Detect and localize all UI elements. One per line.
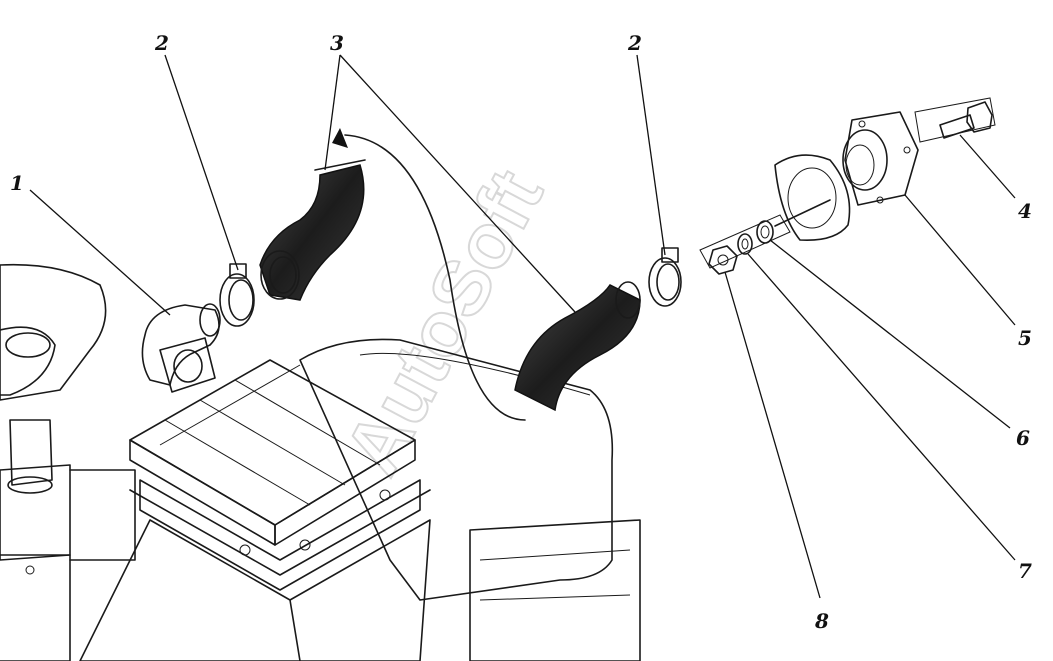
- hose-lower: [514, 281, 641, 412]
- bolt: [914, 97, 996, 143]
- callout-2-left: 2: [154, 31, 169, 55]
- callout-7: 7: [1018, 559, 1032, 583]
- engine-block: [0, 263, 136, 661]
- elbow-pipe: [141, 303, 221, 393]
- hose-clamp-left: [219, 263, 255, 327]
- callout-2-right: 2: [627, 31, 642, 55]
- callout-6: 6: [1016, 426, 1030, 450]
- radiator-core: [79, 359, 431, 661]
- flanged-pipe: [842, 111, 919, 206]
- callout-8: 8: [814, 609, 829, 633]
- callout-1: 1: [10, 171, 24, 195]
- callout-5: 5: [1018, 326, 1032, 350]
- assembly-arrow: [332, 128, 526, 421]
- hose-clamp-right: [648, 247, 682, 307]
- callout-4: 4: [1018, 199, 1032, 223]
- fastener-stack: [699, 199, 831, 275]
- hose-upper: [259, 159, 366, 301]
- flange-gasket: [774, 154, 851, 242]
- leader-lines: [29, 54, 1016, 599]
- callout-3: 3: [330, 31, 344, 55]
- housing: [299, 338, 641, 661]
